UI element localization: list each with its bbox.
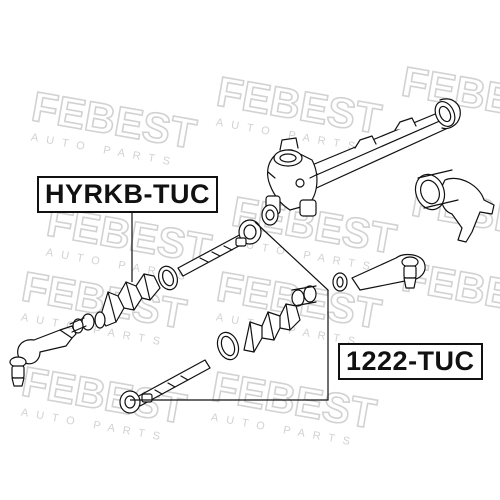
steering-rack-housing [261,98,461,226]
upper-inner-tie-rod [177,219,262,277]
part-number-label-left: HYRKB-TUC [37,176,218,213]
lower-dust-boot [243,303,301,353]
upper-boot-clamps [69,313,95,334]
watermark-tile: FEBEST AUTO PARTS [28,82,201,169]
rack-mount-bracket [414,169,495,243]
left-tie-rod-end [9,325,77,387]
leader-lines [130,206,329,401]
lower-outer-clamps [291,285,317,307]
leader-line-right [130,221,329,401]
right-tie-rod-end [332,253,426,292]
watermark-tile: FEBEST AUTO PARTS [18,357,191,444]
part-number-label-right: 1222-TUC [338,343,483,380]
upper-small-clamp [157,265,179,291]
upper-dust-boot [94,273,161,329]
lower-large-clamp [216,331,240,361]
